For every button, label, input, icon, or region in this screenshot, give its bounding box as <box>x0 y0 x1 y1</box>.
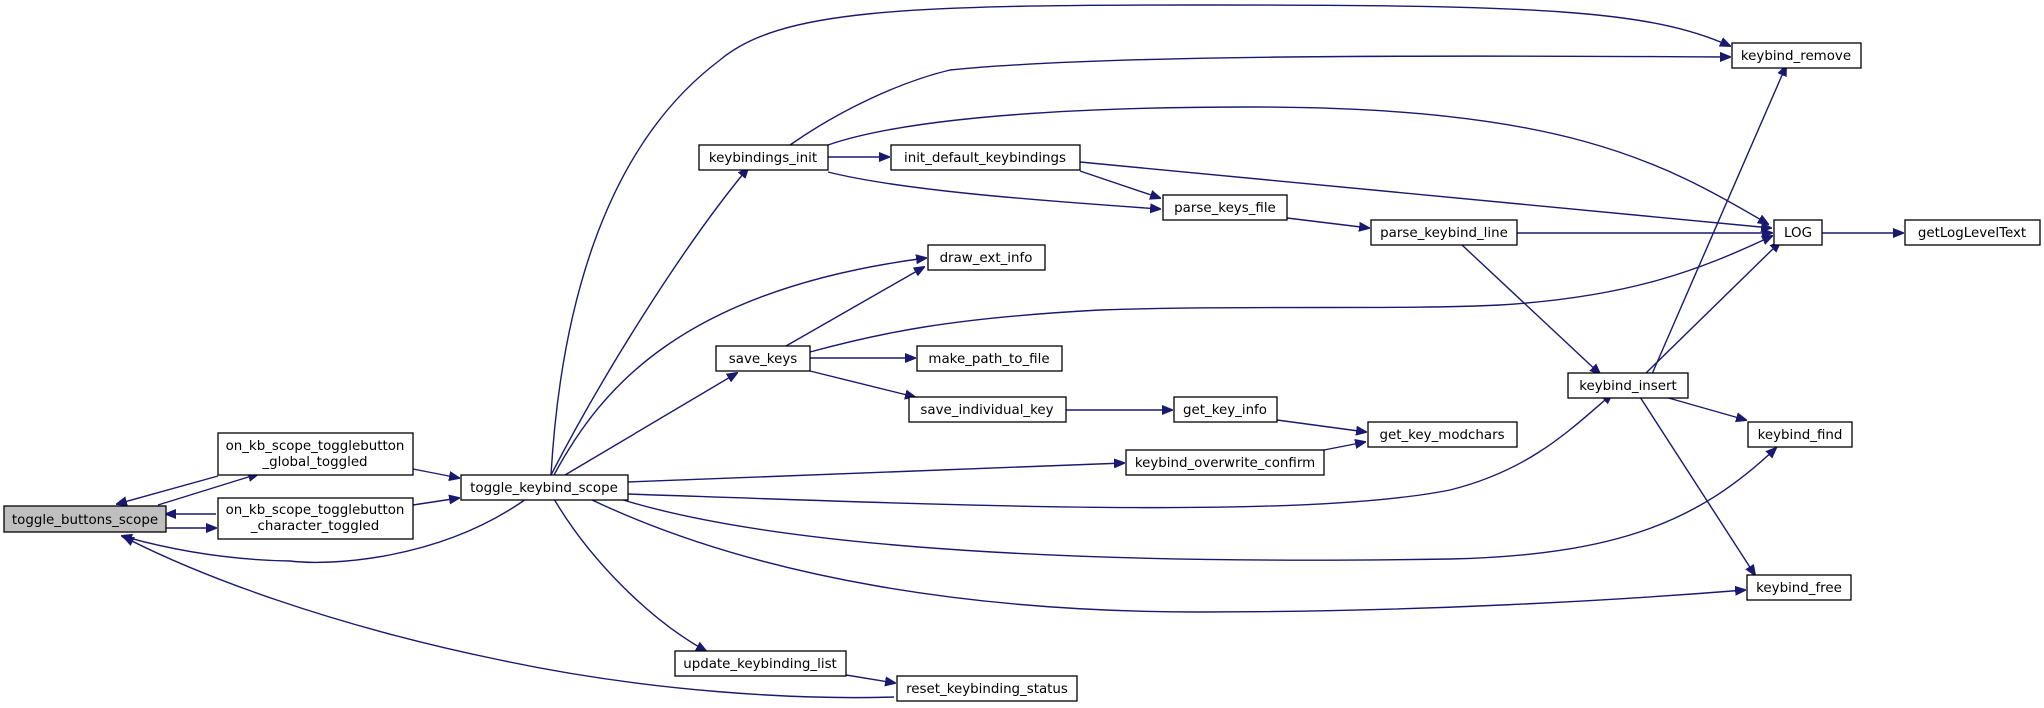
node-label: get_key_modchars <box>1379 428 1504 443</box>
node-on-kb-scope-togglebutton-global-toggled[interactable]: on_kb_scope_togglebutton _global_toggled <box>217 432 414 476</box>
node-init-default-keybindings[interactable]: init_default_keybindings <box>890 144 1081 171</box>
node-label-line2: _character_toggled <box>250 519 379 534</box>
node-label: make_path_to_file <box>928 352 1049 367</box>
node-label: keybind_insert <box>1579 379 1677 394</box>
node-get-key-info[interactable]: get_key_info <box>1173 396 1278 423</box>
node-label: save_individual_key <box>920 403 1053 418</box>
edge-save-keys-to-save-individual <box>809 370 915 397</box>
edge-save-keys-to-draw-ext-info <box>785 267 924 347</box>
node-make-path-to-file[interactable]: make_path_to_file <box>916 345 1063 372</box>
node-label: toggle_keybind_scope <box>470 481 618 496</box>
edge-overwrite-to-modchars <box>1323 442 1365 451</box>
edge-tks-to-update-list <box>553 498 706 651</box>
node-label: draw_ext_info <box>940 251 1033 266</box>
edge-parse-keys-file-to-parse-line <box>1286 217 1369 228</box>
edge-tks-to-draw-ext-info <box>553 258 926 476</box>
node-label: getLogLevelText <box>1918 226 2026 241</box>
node-keybind-insert[interactable]: keybind_insert <box>1567 372 1689 399</box>
edge-tks-to-keybindings-init <box>550 168 748 476</box>
edge-get-key-info-to-modchars <box>1276 419 1366 432</box>
node-keybind-free[interactable]: keybind_free <box>1746 574 1852 601</box>
edges <box>117 4 1903 699</box>
nodes: toggle_buttons_scope on_kb_scope_toggleb… <box>3 42 2041 702</box>
node-parse-keys-file[interactable]: parse_keys_file <box>1162 194 1288 221</box>
node-keybind-find[interactable]: keybind_find <box>1747 421 1853 448</box>
node-label: save_keys <box>729 352 797 367</box>
node-label: update_keybinding_list <box>683 657 837 672</box>
edge-tks-to-keybind-find <box>619 448 1776 561</box>
node-getloglevel-text[interactable]: getLogLevelText <box>1904 219 2041 246</box>
node-label-line2: _global_toggled <box>261 455 367 470</box>
edge-tks-to-keybind-insert <box>627 394 1612 509</box>
edge-tks-to-keybind-remove-top <box>550 4 1730 476</box>
edge-on-global-to-tbs <box>117 475 219 504</box>
node-label: keybind_find <box>1758 428 1843 443</box>
node-label: keybind_free <box>1756 581 1842 596</box>
edge-insert-to-keybind-remove <box>1651 66 1786 375</box>
node-keybind-overwrite-confirm[interactable]: keybind_overwrite_confirm <box>1125 449 1325 476</box>
node-keybindings-init[interactable]: keybindings_init <box>698 144 829 171</box>
edge-insert-to-keybind-free <box>1639 396 1755 575</box>
node-label: keybind_remove <box>1741 49 1851 64</box>
node-label: parse_keybind_line <box>1380 226 1508 241</box>
node-draw-ext-info[interactable]: draw_ext_info <box>927 244 1046 271</box>
edge-tks-to-save-keys <box>564 373 737 476</box>
node-label: parse_keys_file <box>1174 201 1276 216</box>
edge-insert-to-log <box>1644 242 1780 375</box>
node-label: get_key_info <box>1183 403 1267 418</box>
node-label: LOG <box>1784 226 1812 241</box>
edge-init-to-keybind-remove <box>789 56 1730 146</box>
edge-reset-status-to-tbs <box>124 537 895 699</box>
edge-tks-to-tbs <box>122 498 527 564</box>
node-log[interactable]: LOG <box>1773 219 1823 246</box>
edge-on-global-to-tks <box>412 468 459 478</box>
node-label: reset_keybinding_status <box>906 682 1068 697</box>
node-save-keys[interactable]: save_keys <box>715 345 811 372</box>
edge-insert-to-keybind-find <box>1664 396 1746 420</box>
node-update-keybinding-list[interactable]: update_keybinding_list <box>674 650 847 677</box>
node-reset-keybinding-status[interactable]: reset_keybinding_status <box>896 675 1078 702</box>
edge-init-to-parse-keys-file <box>827 171 1160 209</box>
node-save-individual-key[interactable]: save_individual_key <box>908 396 1067 423</box>
node-parse-keybind-line[interactable]: parse_keybind_line <box>1370 219 1518 246</box>
edge-update-list-to-reset-status <box>845 674 895 683</box>
edge-tks-to-keybind-free <box>589 498 1745 613</box>
node-toggle-keybind-scope[interactable]: toggle_keybind_scope <box>460 474 629 501</box>
edge-parse-line-to-keybind-insert <box>1461 244 1600 374</box>
edge-tbs-to-on-global <box>157 474 258 506</box>
edge-on-character-to-tks <box>412 498 459 506</box>
node-label-line1: on_kb_scope_togglebutton <box>226 439 405 454</box>
edge-save-keys-to-log <box>809 236 1772 353</box>
edge-init-default-to-parse-keys-file <box>1079 170 1160 198</box>
node-toggle-buttons-scope[interactable]: toggle_buttons_scope <box>3 505 167 533</box>
edge-init-to-log <box>827 106 1768 224</box>
node-label-line1: on_kb_scope_togglebutton <box>226 503 405 518</box>
node-label: keybindings_init <box>709 151 817 166</box>
node-get-key-modchars[interactable]: get_key_modchars <box>1367 421 1518 448</box>
node-label: toggle_buttons_scope <box>12 513 158 528</box>
node-on-kb-scope-togglebutton-character-toggled[interactable]: on_kb_scope_togglebutton _character_togg… <box>217 497 414 540</box>
node-keybind-remove[interactable]: keybind_remove <box>1731 42 1862 69</box>
node-label: init_default_keybindings <box>904 151 1066 166</box>
edge-tks-to-overwrite-confirm <box>627 463 1124 483</box>
edge-init-default-to-log <box>1079 161 1771 228</box>
node-label: keybind_overwrite_confirm <box>1135 456 1315 471</box>
